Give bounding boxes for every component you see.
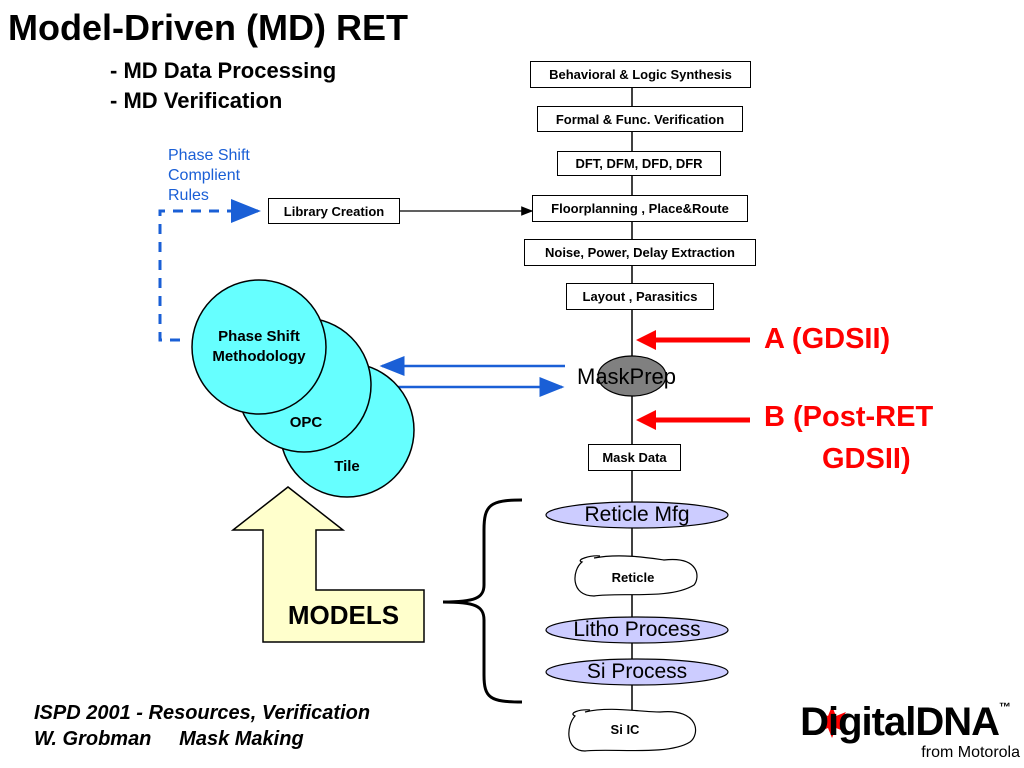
litho-process-oval [545, 616, 729, 644]
si-ic-label: Si IC [610, 722, 640, 737]
phase-shift-rules-note: Phase Shift Complient Rules [168, 146, 250, 206]
mask-data-box: Mask Data [588, 444, 681, 471]
footer-text: ISPD 2001 - Resources, Verification W. G… [34, 700, 370, 752]
flow-step-behavioral-synthesis: Behavioral & Logic Synthesis [530, 61, 751, 88]
note-line-2: Complient [168, 167, 241, 184]
flow-step-noise-extraction: Noise, Power, Delay Extraction [524, 239, 756, 266]
flow-step-formal-verification: Formal & Func. Verification [537, 106, 743, 132]
dashed-connector [158, 209, 250, 342]
litho-process-label: Litho Process [573, 618, 701, 641]
footer-line-2: W. Grobman Mask Making [34, 728, 304, 750]
digital-dna-star-icon [818, 706, 846, 738]
models-label: MODELS [287, 600, 400, 630]
reticle-label: Reticle [611, 570, 655, 585]
red-arrow-a-head [636, 330, 656, 350]
subtitle-verification: - MD Verification [110, 88, 283, 113]
marker-b-label-line2: GDSII) [822, 443, 911, 475]
tile-label: Tile [334, 458, 360, 475]
digital-dna-logo: DigitalDNA™ [800, 700, 1011, 745]
si-ic-shape [568, 708, 697, 752]
reticle-shape [574, 555, 698, 597]
marker-b-label-line1: B (Post-RET [764, 401, 934, 433]
subtitle-data-processing: - MD Data Processing [110, 58, 337, 83]
page-title: Model-Driven (MD) RET [8, 7, 408, 48]
marker-a-label: A (GDSII) [764, 323, 891, 355]
phase-shift-label-line1: Phase Shift [218, 328, 300, 345]
note-line-3: Rules [168, 187, 209, 204]
flow-step-layout-parasitics: Layout , Parasitics [566, 283, 714, 310]
trademark-symbol: ™ [999, 700, 1011, 714]
opc-label: OPC [289, 414, 323, 431]
reticle-mfg-oval [545, 501, 729, 529]
si-process-oval [545, 658, 729, 686]
flow-step-floorplanning: Floorplanning , Place&Route [532, 195, 748, 222]
library-creation-box: Library Creation [268, 198, 400, 224]
note-line-1: Phase Shift [168, 147, 250, 164]
from-motorola-text: from Motorola [921, 744, 1020, 761]
flow-step-dft-dfm: DFT, DFM, DFD, DFR [557, 151, 721, 176]
models-arrow [230, 486, 425, 643]
maskprep-oval [597, 355, 667, 397]
reticle-mfg-label: Reticle Mfg [584, 503, 690, 526]
curly-brace [442, 498, 523, 704]
phase-shift-label-line2: Methodology [212, 348, 306, 365]
phase-shift-methodology-label: Phase Shift Methodology [199, 327, 319, 367]
footer-line-1: ISPD 2001 - Resources, Verification [34, 702, 371, 724]
maskprep-label: MaskPrep [577, 364, 677, 389]
digital-dna-logo-text: DigitalDNA [800, 700, 1000, 744]
phase-shift-circle [191, 279, 327, 415]
si-process-label: Si Process [586, 660, 688, 683]
red-arrow-b-head [636, 410, 656, 430]
